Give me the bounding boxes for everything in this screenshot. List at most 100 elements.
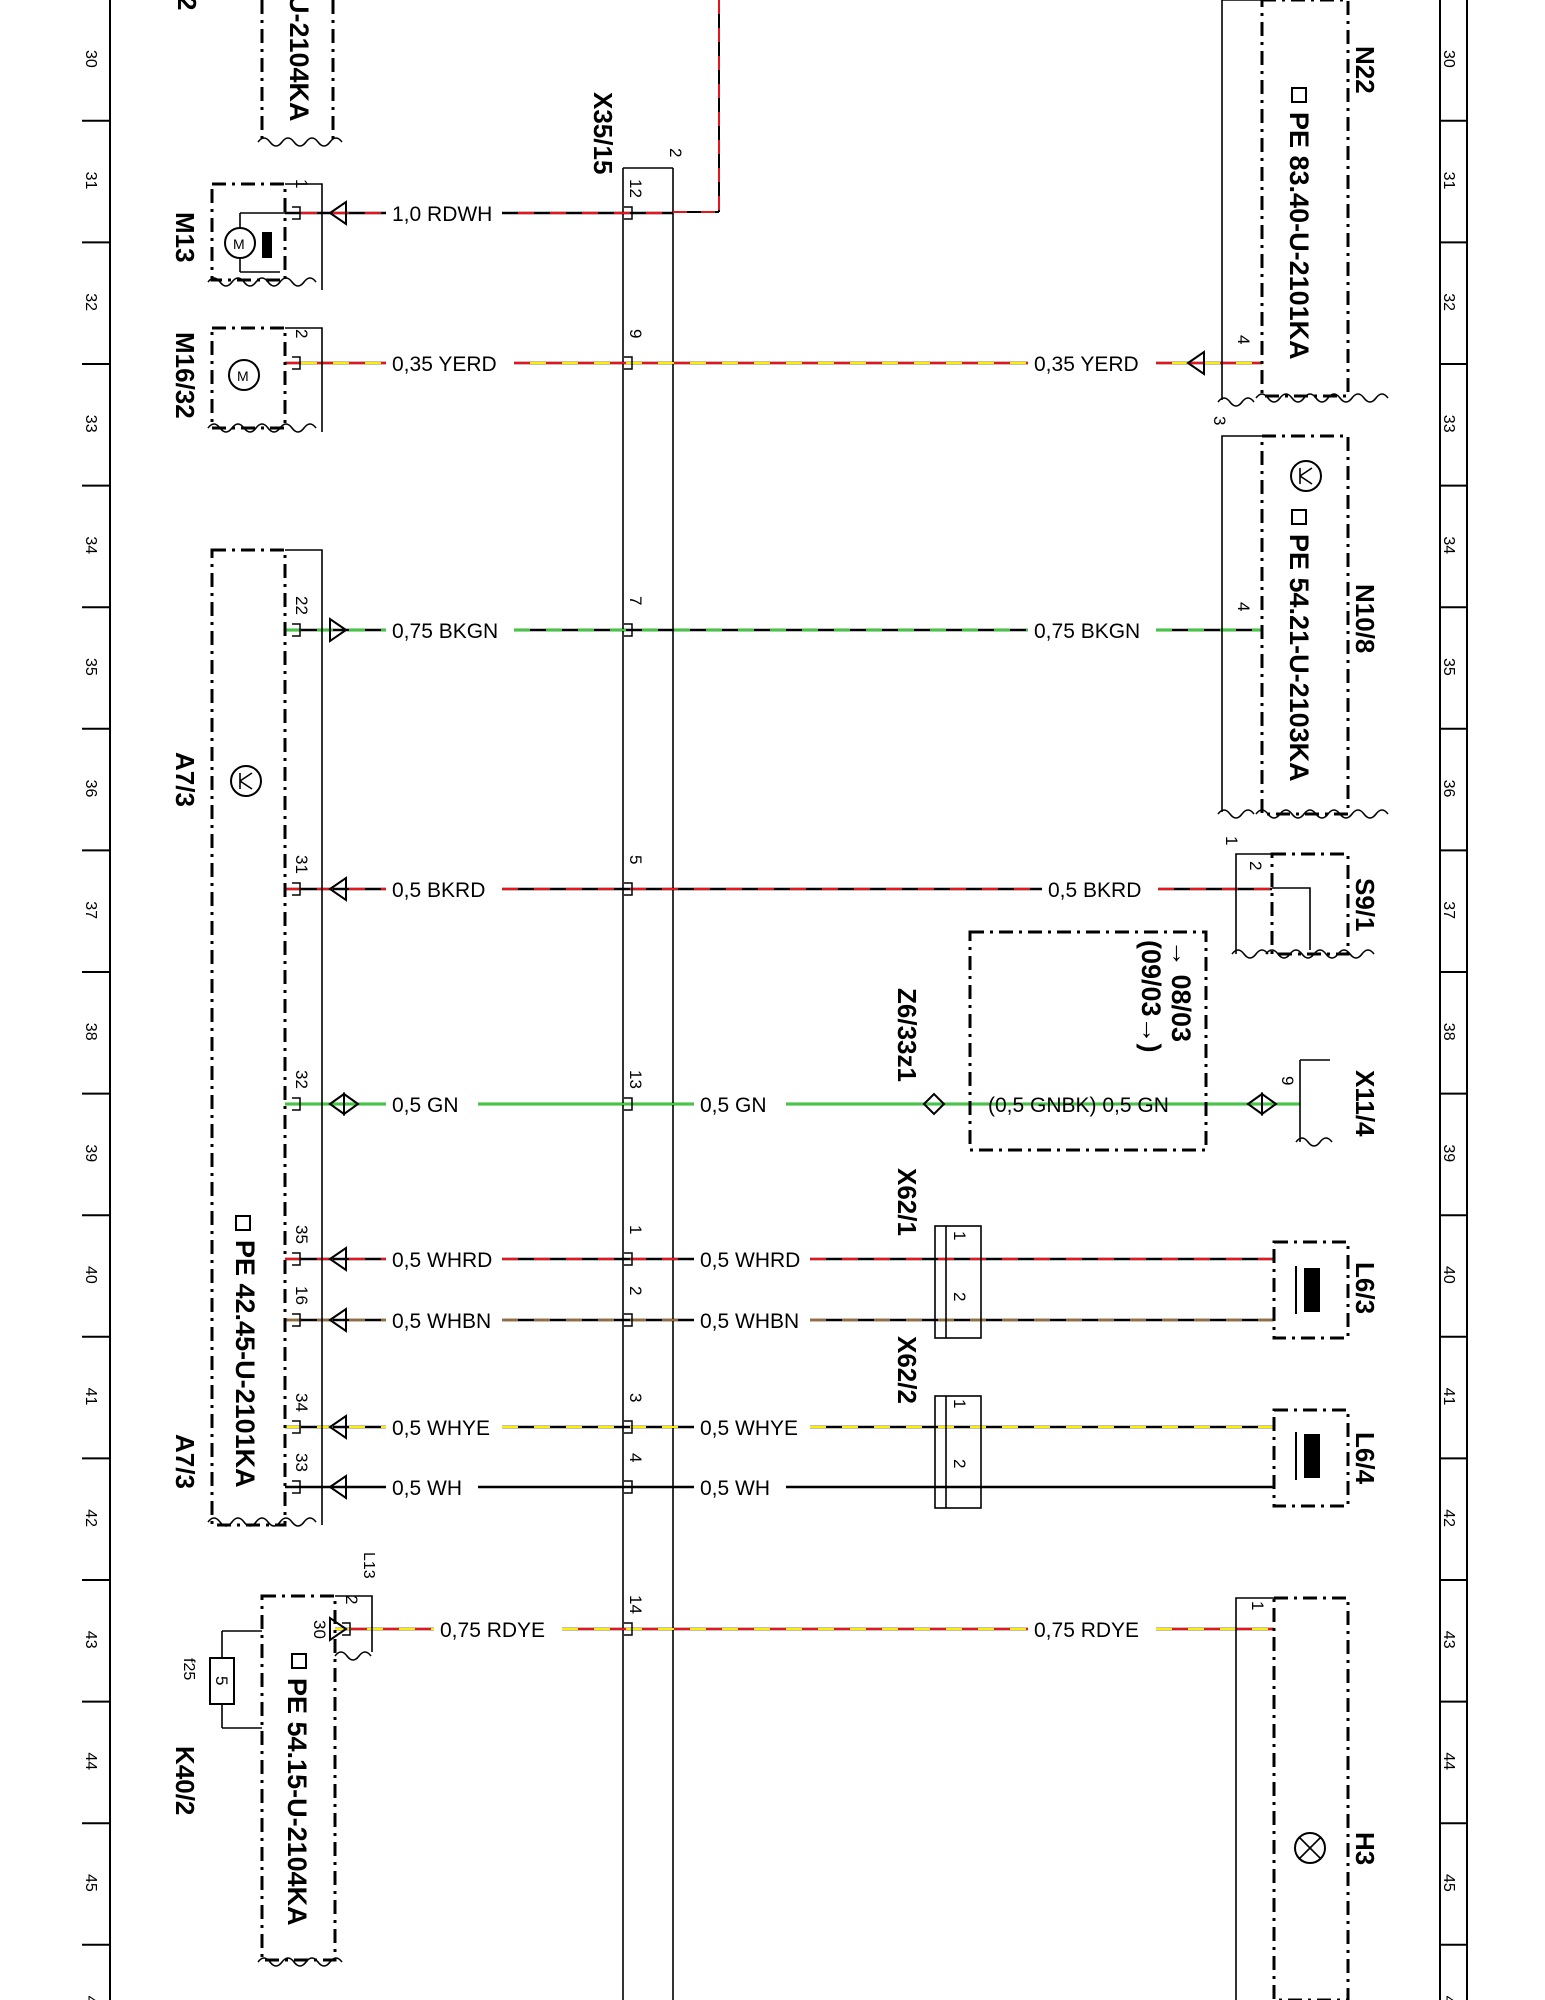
grid-number-right: 32 <box>1440 293 1457 311</box>
m16-32-component[interactable]: M <box>207 326 323 433</box>
x11-4-component[interactable] <box>1295 1059 1333 1147</box>
l6-4-component[interactable] <box>1272 1408 1350 1508</box>
s9-1-pin1-label: 1 <box>1222 836 1241 845</box>
grid-number-right: 34 <box>1440 536 1457 554</box>
wire-w1-riser[interactable] <box>673 0 720 213</box>
m16-32-label: M16/32 <box>170 332 200 419</box>
h3-component[interactable] <box>1235 1596 1350 2000</box>
grid-number-right: 36 <box>1440 780 1457 798</box>
pointing-hand-icon <box>291 1653 307 1669</box>
n10-8-component[interactable] <box>1217 434 1389 819</box>
grid-number-right: 37 <box>1440 901 1457 919</box>
z6-33z1-junction[interactable]: (0,5 GNBK) 0,5 GN <box>922 1092 1169 1117</box>
h3-label: H3 <box>1350 1832 1380 1865</box>
pin-number-right: 2 <box>950 1459 969 1468</box>
pointing-hand-icon <box>1291 509 1307 525</box>
k40-2-pin-label: 30 <box>310 1620 329 1639</box>
pin-stub <box>624 882 633 896</box>
wire-label-left: 0,75 BKGN <box>392 620 498 643</box>
s9-1-component[interactable] <box>1231 852 1375 959</box>
grid-number-left: 33 <box>82 415 99 433</box>
arrow-icon <box>328 200 347 226</box>
grid-number-left: 38 <box>82 1023 99 1041</box>
pin-number-mid: 7 <box>626 596 645 605</box>
x62-1-connector[interactable] <box>934 1225 982 1339</box>
l6-3-component[interactable] <box>1272 1240 1350 1340</box>
wire-label-left: 0,5 WHRD <box>392 1249 492 1272</box>
x62-2-connector[interactable] <box>934 1395 982 1509</box>
m13-component[interactable]: M <box>207 182 323 290</box>
pin-number-mid: 13 <box>626 1070 645 1089</box>
grid-number-right: 45 <box>1440 1874 1457 1892</box>
pin-number-right: 2 <box>950 1292 969 1301</box>
k40-2-component[interactable] <box>209 1594 373 1967</box>
l6-3-label: L6/3 <box>1350 1262 1380 1314</box>
pin-stub <box>624 1097 633 1111</box>
grid-number-right: 33 <box>1440 415 1457 433</box>
wire-label-right: 0,75 BKGN <box>1034 620 1140 643</box>
pin-stub <box>292 206 301 220</box>
grid-number-right: 46 <box>1440 1996 1457 2000</box>
n10-8-label: N10/8 <box>1350 584 1380 653</box>
a7-3-component[interactable] <box>207 548 323 1527</box>
pin-number-left: 35 <box>292 1225 311 1244</box>
grid-number-left: 41 <box>82 1388 99 1406</box>
l6-4-label: L6/4 <box>1350 1432 1380 1485</box>
wire-label-left: 1,0 RDWH <box>392 203 492 226</box>
grid-number-right: 42 <box>1440 1509 1457 1527</box>
pin-number-left: 2 <box>292 329 311 338</box>
pin-number-mid: 12 <box>626 179 645 198</box>
pin-stub <box>292 623 301 637</box>
pin-number-left: 22 <box>292 596 311 615</box>
f125-label: f25 <box>180 1658 197 1680</box>
n10-8-ref: PE 54.21-U-2103KA <box>1284 534 1314 782</box>
pin-stub <box>292 1480 301 1494</box>
pin-number-right: 1 <box>950 1399 969 1408</box>
x35-15-label: X35/15 <box>588 92 618 174</box>
top-left-box <box>257 0 343 147</box>
wire-label-right: 0,5 WHRD <box>700 1249 800 1272</box>
grid-number-right: 30 <box>1440 50 1457 68</box>
pin-number-mid: 2 <box>626 1286 645 1295</box>
grid-number-left: 46 <box>82 1996 99 2000</box>
pin-number-mid: 3 <box>626 1393 645 1402</box>
n22-component[interactable] <box>1217 0 1389 407</box>
grid-number-right: 38 <box>1440 1023 1457 1041</box>
pointing-hand-icon <box>235 1215 251 1231</box>
z6-33z1-label: Z6/33z1 <box>892 988 922 1082</box>
grid-number-left: 32 <box>82 293 99 311</box>
grid-number-left: 35 <box>82 658 99 676</box>
motor-icon <box>228 359 260 391</box>
k40-2-label: K40/2 <box>170 1746 200 1815</box>
pin-stub <box>292 356 301 370</box>
arrow-icon <box>329 617 348 643</box>
k40-2-ref: PE 54.15-U-2104KA <box>282 1678 312 1926</box>
wire-label-right: 0,75 RDYE <box>1034 1619 1139 1642</box>
wire-label-left: 0,5 WHYE <box>392 1417 490 1440</box>
n22-pin3-label: 3 <box>1210 416 1229 425</box>
pin-number-right: 1 <box>1248 1601 1267 1610</box>
pin-stub <box>292 1420 301 1434</box>
pin-number-right: 4 <box>1234 602 1253 611</box>
wire-label-left: 0,5 BKRD <box>392 879 485 902</box>
wire-label-right: 0,5 WH <box>700 1477 770 1500</box>
arrow-icon <box>328 1092 360 1116</box>
pin-number-left: 2 <box>342 1595 361 1604</box>
pin-number-mid: 5 <box>626 855 645 864</box>
s9-1-label: S9/1 <box>1350 878 1380 932</box>
x35-15-connector[interactable] <box>622 167 674 2000</box>
wire-w3[interactable]: 0,75 BKGN 0,75 BKGN 22 7 4 <box>285 596 1262 643</box>
grid-number-left: 39 <box>82 1144 99 1162</box>
x11-4-label: X11/4 <box>1350 1070 1380 1137</box>
z6-note-line1: → 08/03 <box>1166 940 1196 1042</box>
pin-number-left: 32 <box>292 1070 311 1089</box>
